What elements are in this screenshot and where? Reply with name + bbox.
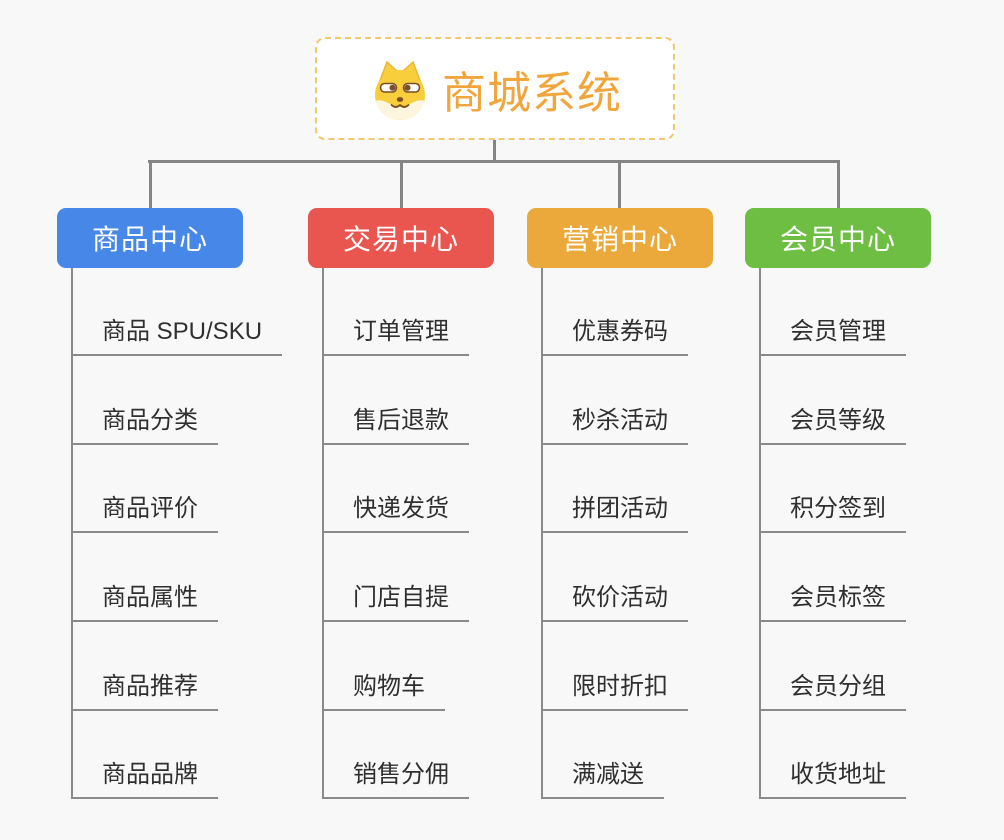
branch-node-trade-center[interactable]: 交易中心 xyxy=(308,208,494,268)
subtopic-label: 购物车 xyxy=(353,673,425,700)
subtopic-node[interactable]: 限时折扣 xyxy=(542,671,688,711)
subtopic-label: 砍价活动 xyxy=(572,584,668,611)
subtopic-label: 会员管理 xyxy=(790,318,886,345)
subtopic-node[interactable]: 快递发货 xyxy=(323,493,469,533)
connector-line xyxy=(493,140,496,161)
subtopic-label: 秒杀活动 xyxy=(572,407,668,434)
subtopic-node[interactable]: 会员等级 xyxy=(760,405,906,445)
connector-line xyxy=(148,160,839,163)
connector-line xyxy=(837,160,840,208)
root-node[interactable]: 商城系统 xyxy=(315,37,675,140)
branch-connector-line xyxy=(759,268,761,799)
subtopic-node[interactable]: 商品 SPU/SKU xyxy=(72,316,283,356)
subtopic-node[interactable]: 会员管理 xyxy=(760,316,906,356)
subtopic-node[interactable]: 销售分佣 xyxy=(323,759,469,799)
subtopic-label: 销售分佣 xyxy=(353,761,449,788)
subtopic-node[interactable]: 满减送 xyxy=(542,759,664,799)
subtopic-label: 会员标签 xyxy=(790,584,886,611)
subtopic-node[interactable]: 门店自提 xyxy=(323,582,469,622)
subtopic-label: 商品推荐 xyxy=(102,673,198,700)
dog-icon xyxy=(368,57,432,121)
subtopic-label: 满减送 xyxy=(572,761,644,788)
branch-label: 营销中心 xyxy=(561,224,678,255)
subtopic-node[interactable]: 商品属性 xyxy=(72,582,218,622)
subtopic-label: 收货地址 xyxy=(790,761,886,788)
subtopic-node[interactable]: 秒杀活动 xyxy=(542,405,688,445)
subtopic-node[interactable]: 拼团活动 xyxy=(542,493,688,533)
subtopic-node[interactable]: 售后退款 xyxy=(323,405,469,445)
connector-line xyxy=(618,160,621,208)
subtopic-label: 售后退款 xyxy=(353,407,449,434)
subtopic-label: 限时折扣 xyxy=(572,673,668,700)
subtopic-label: 订单管理 xyxy=(353,318,449,345)
branch-connector-line xyxy=(71,268,73,799)
branch-node-product-center[interactable]: 商品中心 xyxy=(57,208,243,268)
subtopic-label: 会员等级 xyxy=(790,407,886,434)
subtopic-label: 积分签到 xyxy=(790,495,886,522)
subtopic-label: 会员分组 xyxy=(790,673,886,700)
connector-line xyxy=(400,160,403,208)
branch-column-marketing: 营销中心 优惠券码 秒杀活动 拼团活动 砍价活动 限时折扣 满减送 xyxy=(527,208,787,808)
subtopic-node[interactable]: 砍价活动 xyxy=(542,582,688,622)
subtopic-node[interactable]: 优惠券码 xyxy=(542,316,688,356)
branch-label: 交易中心 xyxy=(342,224,459,255)
subtopic-label: 门店自提 xyxy=(353,584,449,611)
branch-connector-line xyxy=(322,268,324,799)
subtopic-node[interactable]: 购物车 xyxy=(323,671,445,711)
subtopic-node[interactable]: 收货地址 xyxy=(760,759,906,799)
branch-column-trade: 交易中心 订单管理 售后退款 快递发货 门店自提 购物车 销售分佣 xyxy=(308,208,568,808)
subtopic-label: 商品品牌 xyxy=(102,761,198,788)
branch-node-member-center[interactable]: 会员中心 xyxy=(745,208,931,268)
branch-column-member: 会员中心 会员管理 会员等级 积分签到 会员标签 会员分组 收货地址 xyxy=(745,208,1004,808)
branch-label: 会员中心 xyxy=(779,224,896,255)
subtopic-node[interactable]: 会员分组 xyxy=(760,671,906,711)
subtopic-node[interactable]: 商品评价 xyxy=(72,493,218,533)
connector-line xyxy=(149,160,152,208)
branch-column-product: 商品中心 商品 SPU/SKU 商品分类 商品评价 商品属性 商品推荐 商品品牌 xyxy=(57,208,317,808)
branch-node-marketing-center[interactable]: 营销中心 xyxy=(527,208,713,268)
subtopic-node[interactable]: 商品分类 xyxy=(72,405,218,445)
subtopic-node[interactable]: 商品推荐 xyxy=(72,671,218,711)
subtopic-node[interactable]: 积分签到 xyxy=(760,493,906,533)
branch-connector-line xyxy=(541,268,543,799)
branch-label: 商品中心 xyxy=(91,224,208,255)
subtopic-label: 商品 SPU/SKU xyxy=(102,318,263,345)
root-label: 商城系统 xyxy=(442,68,622,118)
subtopic-label: 商品属性 xyxy=(102,584,198,611)
subtopic-label: 拼团活动 xyxy=(572,495,668,522)
subtopic-label: 优惠券码 xyxy=(572,318,668,345)
subtopic-node[interactable]: 商品品牌 xyxy=(72,759,218,799)
subtopic-label: 快递发货 xyxy=(353,495,449,522)
subtopic-label: 商品分类 xyxy=(102,407,198,434)
subtopic-label: 商品评价 xyxy=(102,495,198,522)
subtopic-node[interactable]: 订单管理 xyxy=(323,316,469,356)
subtopic-node[interactable]: 会员标签 xyxy=(760,582,906,622)
